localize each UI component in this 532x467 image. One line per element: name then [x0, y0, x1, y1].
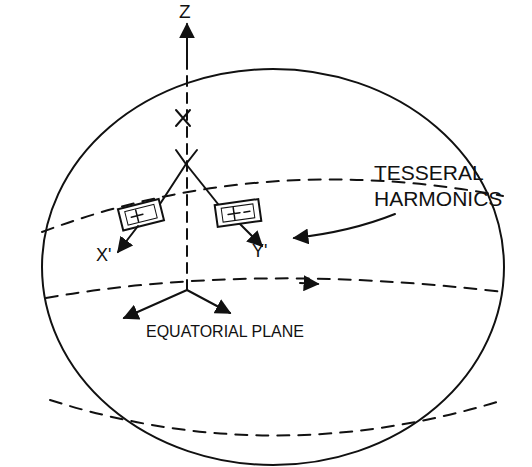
- callout-label: TESSERAL HARMONICS: [374, 160, 524, 213]
- axis-label: Z: [179, 0, 191, 24]
- axis-label: X': [96, 244, 111, 267]
- axis-label: Y': [252, 240, 267, 263]
- plane-label: EQUATORIAL PLANE: [144, 322, 306, 342]
